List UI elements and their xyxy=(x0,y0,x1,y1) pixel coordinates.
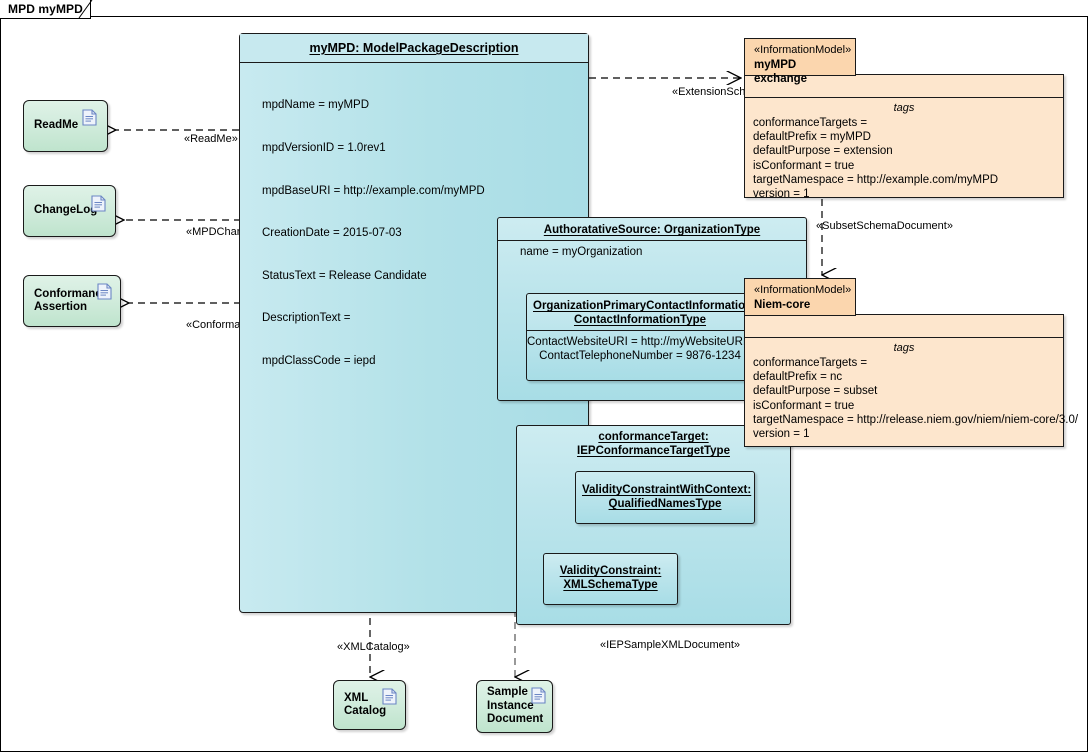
diagram-frame-tab xyxy=(0,0,91,19)
im-tag: defaultPurpose = subset xyxy=(753,385,878,398)
document-icon xyxy=(97,283,112,300)
document-icon xyxy=(91,195,106,212)
artifact-label: Sample Instance Document xyxy=(477,686,552,727)
im-stereotype: «InformationModel» xyxy=(754,284,852,296)
frame-tab-slash-icon xyxy=(78,0,93,19)
class-validity-constraint-with-context[interactable]: ValidityConstraintWithContext: Qualified… xyxy=(575,471,755,524)
package-attr: mpdBaseURI = http://example.com/myMPD xyxy=(262,184,485,197)
edge-label-iep-sample: «IEPSampleXMLDocument» xyxy=(600,639,741,651)
im-tag-list: conformanceTargets = defaultPrefix = myM… xyxy=(745,116,1063,207)
artifact-changelog[interactable]: ChangeLog xyxy=(23,185,116,237)
package-attr: mpdVersionID = 1.0rev1 xyxy=(262,142,386,155)
im-tag: conformanceTargets = xyxy=(753,357,868,369)
artifact-label-line2: Assertion xyxy=(34,301,88,313)
artifact-readme[interactable]: ReadMe xyxy=(23,100,108,152)
artifact-label: ReadMe xyxy=(34,119,79,132)
class-title: ValidityConstraintWithContext: Qualified… xyxy=(576,472,754,514)
class-title-line1: OrganizationPrimaryContactInformation: xyxy=(533,300,756,312)
artifact-label: ChangeLog xyxy=(34,204,98,217)
package-mympd[interactable]: myMPD: ModelPackageDescription mpdName =… xyxy=(239,33,807,625)
im-tag: targetNamespace = http://release.niem.go… xyxy=(753,413,1079,426)
im-name: Niem-core xyxy=(754,298,811,311)
class-title-line2: XMLSchemaType xyxy=(563,579,658,591)
class-title-line2: QualifiedNamesType xyxy=(608,498,722,510)
im-name: myMPD exchange xyxy=(754,58,808,85)
class-conformance-target[interactable]: conformanceTarget: IEPConformanceTargetT… xyxy=(516,425,791,625)
package-attributes: mpdName = myMPD mpdVersionID = 1.0rev1 m… xyxy=(262,70,485,397)
artifact-label-line2: Catalog xyxy=(344,705,387,717)
im-empty-compartment xyxy=(745,315,1063,338)
artifact-label-line1: XML xyxy=(344,691,369,704)
diagram-title: MPD myMPD xyxy=(8,2,83,16)
im-tag: version = 1 xyxy=(753,188,810,201)
information-model-niem-core-body[interactable]: tags conformanceTargets = defaultPrefix … xyxy=(744,314,1079,447)
im-stereotype: «InformationModel» xyxy=(754,44,852,56)
package-attr: mpdName = myMPD xyxy=(262,99,370,112)
artifact-label-line1: Sample xyxy=(487,686,528,699)
edge-label-xml-catalog: «XMLCatalog» xyxy=(337,641,410,653)
information-model-mympd-exchange-body[interactable]: tags conformanceTargets = defaultPrefix … xyxy=(744,74,1064,200)
im-tag-list: conformanceTargets = defaultPrefix = nc … xyxy=(745,356,1079,447)
class-divider xyxy=(498,240,806,241)
artifact-conformance-assertion[interactable]: Conformance Assertion xyxy=(23,275,121,327)
package-attr: mpdClassCode = iepd xyxy=(262,355,376,368)
artifact-label-line1: Conformance xyxy=(34,287,109,300)
class-title-text: AuthoratativeSource: OrganizationType xyxy=(543,224,761,236)
class-title: OrganizationPrimaryContactInformation: C… xyxy=(527,294,756,330)
artifact-label: XML Catalog xyxy=(334,692,405,719)
class-title-line2: ContactInformationType xyxy=(573,314,707,326)
im-empty-compartment xyxy=(745,75,1063,98)
class-title: AuthoratativeSource: OrganizationType xyxy=(498,218,806,240)
class-title-line1: ValidityConstraint: xyxy=(559,565,662,577)
package-attr: StatusText = Release Candidate xyxy=(262,269,427,282)
class-title-text: conformanceTarget: IEPConformanceTargetT… xyxy=(577,431,730,457)
class-attributes: ContactWebsiteURI = http://myWebsiteURI.… xyxy=(527,331,772,367)
artifact-label: Conformance Assertion xyxy=(24,288,120,315)
class-title: conformanceTarget: IEPConformanceTargetT… xyxy=(517,426,790,461)
artifact-sample-instance-document[interactable]: Sample Instance Document xyxy=(476,680,553,733)
im-tag: version = 1 xyxy=(753,428,810,441)
edge-label-subset-schema: «SubsetSchemaDocument» xyxy=(816,220,953,232)
im-tag: conformanceTargets = xyxy=(753,117,868,129)
class-attr: ContactTelephoneNumber = 9876-1234 xyxy=(539,350,741,363)
package-header: myMPD: ModelPackageDescription xyxy=(240,34,588,63)
class-attr-name: name = myOrganization xyxy=(520,246,643,258)
im-section-label: tags xyxy=(893,102,915,114)
document-icon xyxy=(82,109,97,126)
artifact-label-line2: Instance xyxy=(487,699,534,712)
class-attr: ContactWebsiteURI = http://myWebsiteURI.… xyxy=(527,336,772,348)
artifact-xml-catalog[interactable]: XML Catalog xyxy=(333,680,406,730)
im-tag: defaultPurpose = extension xyxy=(753,145,893,158)
document-icon xyxy=(531,687,546,704)
package-attr: DescriptionText = xyxy=(262,312,351,325)
document-icon xyxy=(382,688,397,705)
edge-label-readme: «ReadMe» xyxy=(184,133,238,145)
information-model-niem-core-tab[interactable]: «InformationModel» Niem-core xyxy=(744,278,856,316)
class-title: ValidityConstraint: XMLSchemaType xyxy=(544,554,677,595)
artifact-label-line3: Document xyxy=(487,713,544,726)
class-divider xyxy=(527,330,753,331)
im-tag: defaultPrefix = nc xyxy=(753,371,843,384)
im-section-label: tags xyxy=(893,342,915,354)
class-validity-constraint[interactable]: ValidityConstraint: XMLSchemaType xyxy=(543,553,678,605)
im-tag: isConformant = true xyxy=(753,159,855,172)
information-model-mympd-exchange-tab[interactable]: «InformationModel» myMPD exchange xyxy=(744,38,856,85)
im-tag: isConformant = true xyxy=(753,399,855,412)
diagram-frame xyxy=(0,16,1088,752)
class-organization-primary-contact-information[interactable]: OrganizationPrimaryContactInformation: C… xyxy=(526,293,772,381)
package-attr: CreationDate = 2015-07-03 xyxy=(262,227,402,240)
im-tag: targetNamespace = http://example.com/myM… xyxy=(753,173,999,186)
package-title: myMPD: ModelPackageDescription xyxy=(309,41,519,55)
class-title-line1: ValidityConstraintWithContext: xyxy=(582,484,752,496)
im-tag: defaultPrefix = myMPD xyxy=(753,131,871,144)
